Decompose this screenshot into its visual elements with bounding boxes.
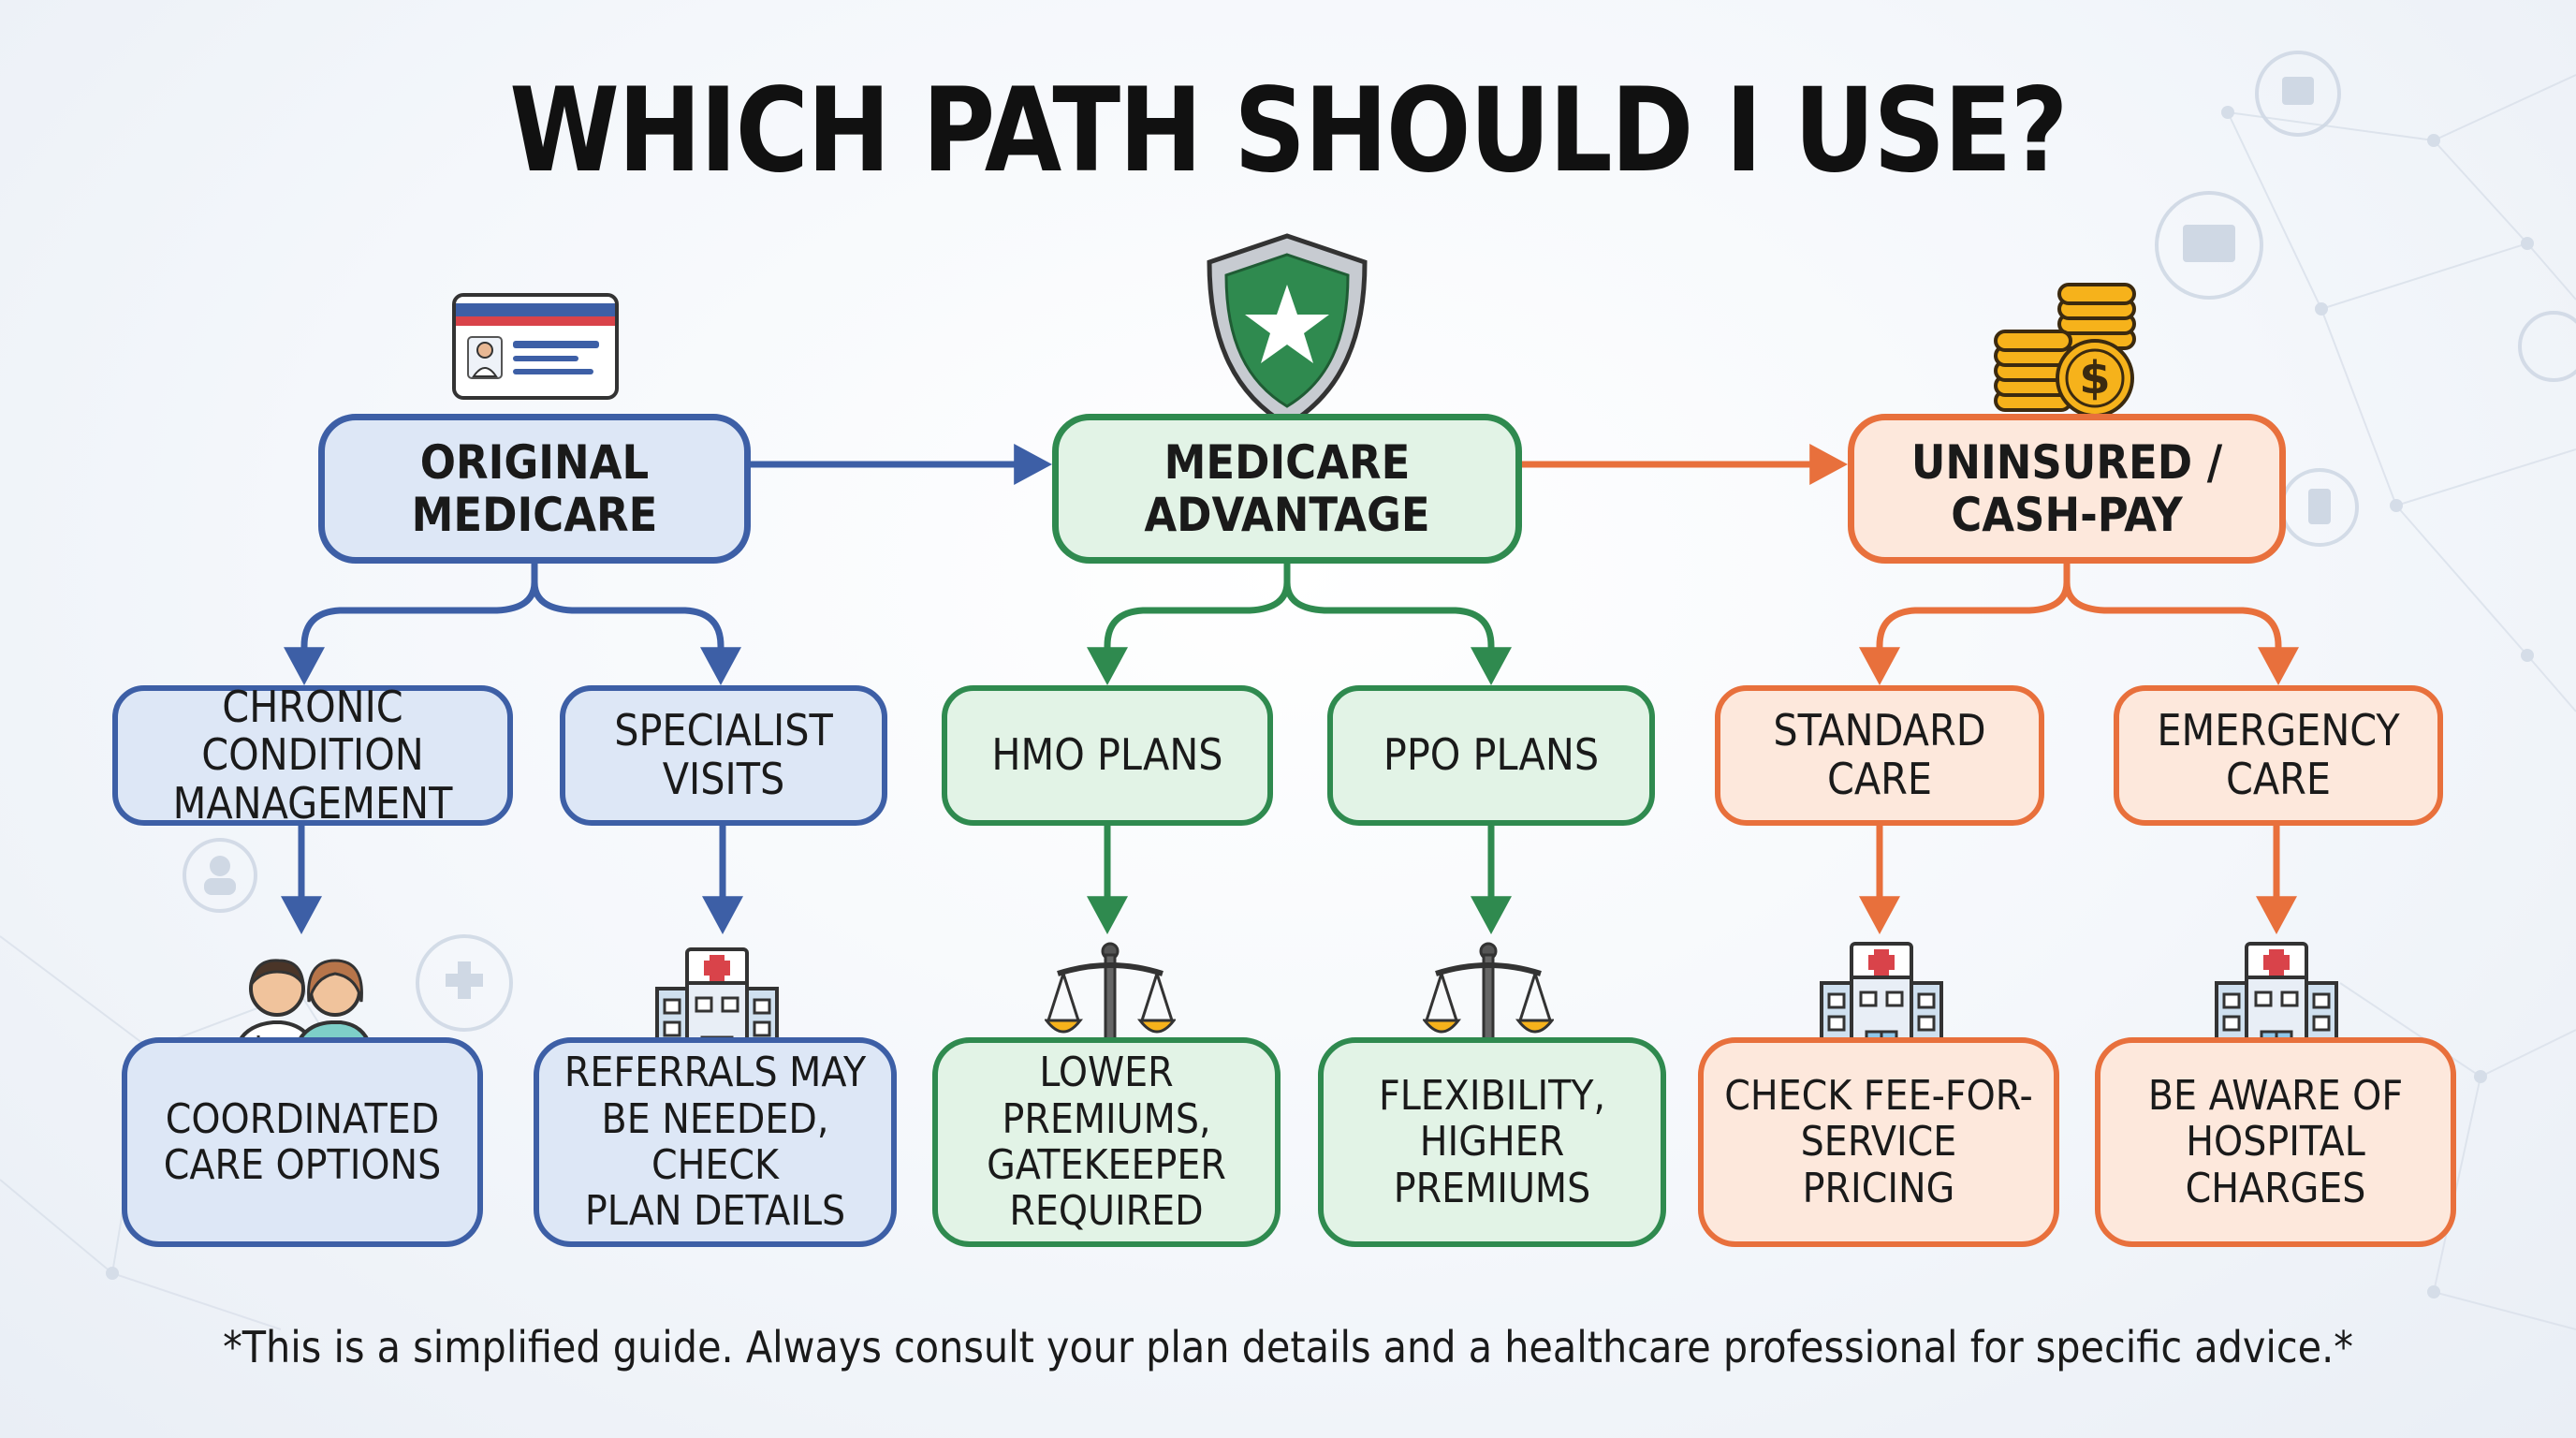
outcome-text: REFERRALS MAY BE NEEDED, CHECK PLAN DETA… [564, 1049, 867, 1236]
arrow-head [1087, 647, 1128, 685]
arrow-head [1859, 896, 1900, 934]
arrow-head [281, 896, 322, 934]
outcome-text: BE AWARE OF HOSPITAL CHARGES [2147, 1072, 2404, 1212]
coins-icon: $ [1994, 283, 2136, 418]
outcome-check-fee-for-service: CHECK FEE-FOR- SERVICE PRICING [1698, 1037, 2059, 1247]
branch-connector-left [300, 564, 538, 655]
arrow-head [1471, 647, 1512, 685]
branch-connector-left [1104, 564, 1291, 655]
arrow-head [1014, 444, 1052, 485]
branch-standard-care: STANDARD CARE [1715, 685, 2044, 826]
branch-label: EMERGENCY CARE [2157, 705, 2400, 804]
outcome-text: LOWER PREMIUMS, GATEKEEPER REQUIRED [987, 1049, 1226, 1236]
arrow-head [1471, 896, 1512, 934]
disclaimer-footnote: *This is a simplified guide. Always cons… [223, 1322, 2353, 1372]
svg-text:$: $ [2079, 352, 2110, 404]
outcome-lower-premiums: LOWER PREMIUMS, GATEKEEPER REQUIRED [932, 1037, 1281, 1247]
branch-chronic-condition-management: CHRONIC CONDITION MANAGEMENT [112, 681, 513, 829]
branch-connector-right [531, 581, 724, 655]
outcome-flexibility: FLEXIBILITY, HIGHER PREMIUMS [1318, 1037, 1666, 1247]
outcome-text: FLEXIBILITY, HIGHER PREMIUMS [1378, 1072, 1606, 1212]
path-label: MEDICARE ADVANTAGE [1144, 435, 1430, 542]
outcome-text: CHECK FEE-FOR- SERVICE PRICING [1724, 1072, 2033, 1212]
shield-star-icon [1207, 233, 1368, 428]
branch-label: CHRONIC CONDITION MANAGEMENT [172, 681, 453, 829]
branch-connector-right [1283, 581, 1495, 655]
arrow-head [702, 896, 743, 934]
arrow-head [1859, 647, 1900, 685]
outcome-referrals-may-be-needed: REFERRALS MAY BE NEEDED, CHECK PLAN DETA… [534, 1037, 897, 1247]
branch-emergency-care: EMERGENCY CARE [2114, 685, 2443, 826]
branch-label: STANDARD CARE [1773, 705, 1986, 804]
outcome-hospital-charges: BE AWARE OF HOSPITAL CHARGES [2095, 1037, 2456, 1247]
page-title: WHICH PATH SHOULD I USE? [509, 64, 2068, 198]
arrow-head [2256, 896, 2297, 934]
arrow-head [2258, 647, 2299, 685]
branch-specialist-visits: SPECIALIST VISITS [560, 685, 887, 826]
branch-connector-left [1876, 564, 2071, 655]
arrow-head [1809, 444, 1848, 485]
path-original-medicare: ORIGINAL MEDICARE [318, 414, 751, 564]
arrow-head [700, 647, 741, 685]
path-label: UNINSURED / CASH-PAY [1910, 435, 2223, 542]
medicare-card-icon [452, 293, 619, 400]
path-label: ORIGINAL MEDICARE [411, 435, 658, 542]
branch-connector-right [2063, 581, 2282, 655]
branch-label: SPECIALIST VISITS [614, 705, 833, 804]
path-uninsured-cash-pay: UNINSURED / CASH-PAY [1848, 414, 2286, 564]
branch-label: HMO PLANS [991, 729, 1223, 781]
arrow-head [1087, 896, 1128, 934]
outcome-coordinated-care-options: COORDINATED CARE OPTIONS [122, 1037, 483, 1247]
branch-ppo-plans: PPO PLANS [1327, 685, 1655, 826]
branch-hmo-plans: HMO PLANS [942, 685, 1273, 826]
outcome-text: COORDINATED CARE OPTIONS [163, 1094, 442, 1189]
path-medicare-advantage: MEDICARE ADVANTAGE [1052, 414, 1522, 564]
arrow-head [284, 647, 325, 685]
branch-label: PPO PLANS [1383, 729, 1600, 781]
